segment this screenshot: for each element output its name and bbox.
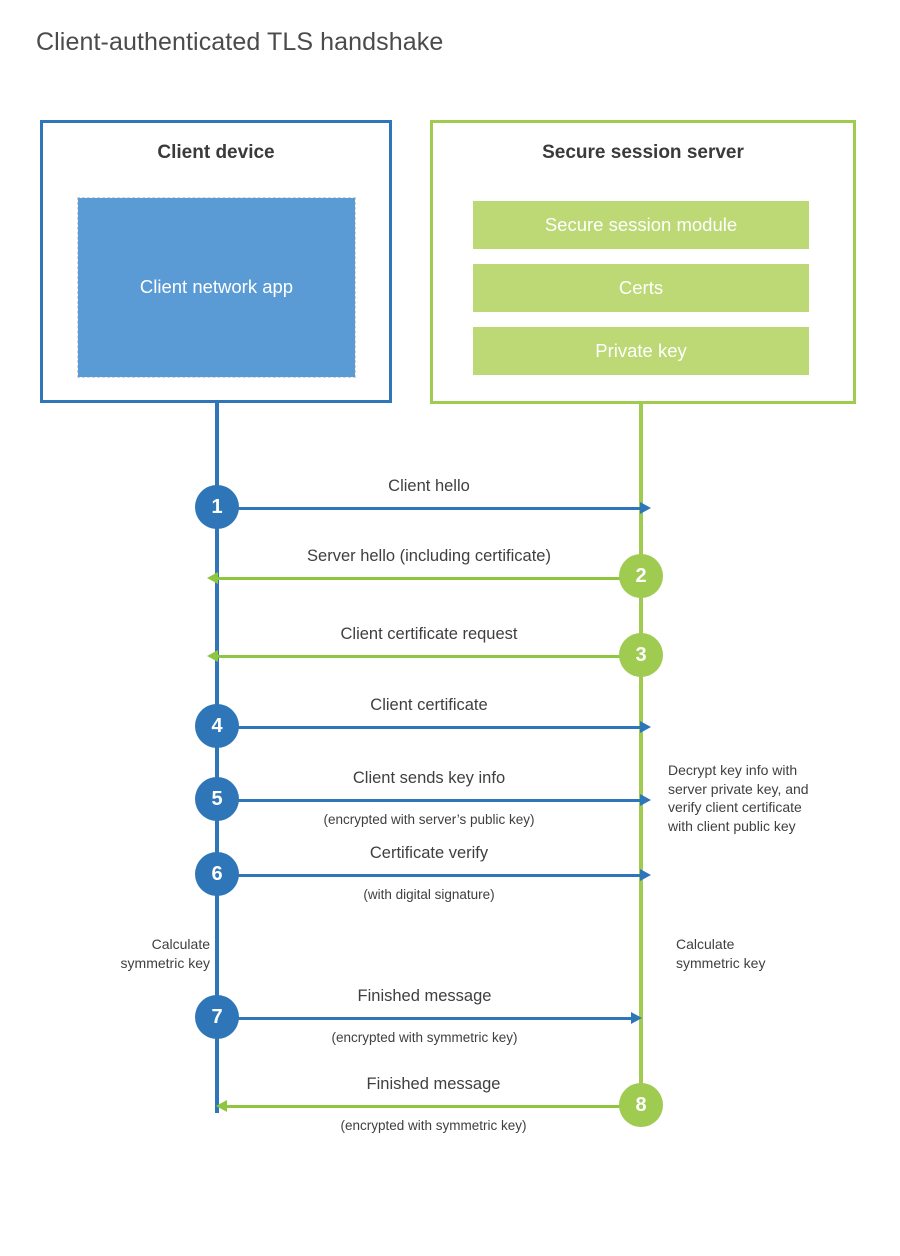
step-circle-1: 1: [195, 485, 239, 529]
message-8-line: [226, 1105, 641, 1108]
message-2-line: [217, 577, 641, 580]
message-7-label: Finished message: [357, 987, 492, 1005]
step-circle-5: 5: [195, 777, 239, 821]
message-5-arrowhead: [640, 794, 651, 806]
message-3-label: Client certificate request: [340, 625, 518, 643]
message-6-line: [217, 874, 641, 877]
message-2-arrowhead: [207, 572, 218, 584]
message-3-line: [217, 655, 641, 658]
client-device-title: Client device: [157, 142, 275, 163]
message-7-arrowhead: [631, 1012, 642, 1024]
step-circle-6: 6: [195, 852, 239, 896]
client-lifeline: [215, 403, 219, 1113]
client-calculate-symmetric-key-annotation: Calculate symmetric key: [120, 936, 210, 971]
message-7-sublabel: (encrypted with symmetric key): [331, 1030, 518, 1045]
message-4-line: [217, 726, 641, 729]
message-4-arrowhead: [640, 721, 651, 733]
server-component-private-key: Private key: [473, 327, 809, 375]
message-6-label: Certificate verify: [369, 844, 489, 862]
message-6-sublabel: (with digital signature): [363, 887, 495, 902]
step-circle-7: 7: [195, 995, 239, 1039]
message-6-arrowhead: [640, 869, 651, 881]
server-decrypt-annotation: Decrypt key info with server private key…: [668, 762, 809, 834]
message-5-label: Client sends key info: [352, 769, 506, 787]
secure-session-server-title: Secure session server: [542, 142, 744, 163]
message-8-sublabel: (encrypted with symmetric key): [340, 1118, 527, 1133]
step-circle-8: 8: [619, 1083, 663, 1127]
secure-session-server-box: Secure session server Secure session mod…: [430, 120, 856, 404]
message-3-arrowhead: [207, 650, 218, 662]
server-component-certs: Certs: [473, 264, 809, 312]
step-circle-2: 2: [619, 554, 663, 598]
message-5-sublabel: (encrypted with server’s public key): [323, 812, 535, 827]
server-lifeline: [639, 403, 643, 1108]
message-1-line: [217, 507, 641, 510]
page-title: Client-authenticated TLS handshake: [36, 28, 444, 56]
message-7-line: [217, 1017, 632, 1020]
step-circle-4: 4: [195, 704, 239, 748]
message-2-label: Server hello (including certificate): [307, 547, 551, 565]
message-8-arrowhead: [216, 1100, 227, 1112]
message-1-arrowhead: [640, 502, 651, 514]
client-network-app-block: Client network app: [77, 197, 356, 378]
message-5-line: [217, 799, 641, 802]
server-component-secure-session-module: Secure session module: [473, 201, 809, 249]
message-4-label: Client certificate: [370, 696, 488, 714]
client-device-box: Client device Client network app: [40, 120, 392, 403]
message-1-label: Client hello: [388, 477, 470, 495]
server-calculate-symmetric-key-annotation: Calculate symmetric key: [676, 936, 766, 971]
message-8-label: Finished message: [366, 1075, 501, 1093]
step-circle-3: 3: [619, 633, 663, 677]
